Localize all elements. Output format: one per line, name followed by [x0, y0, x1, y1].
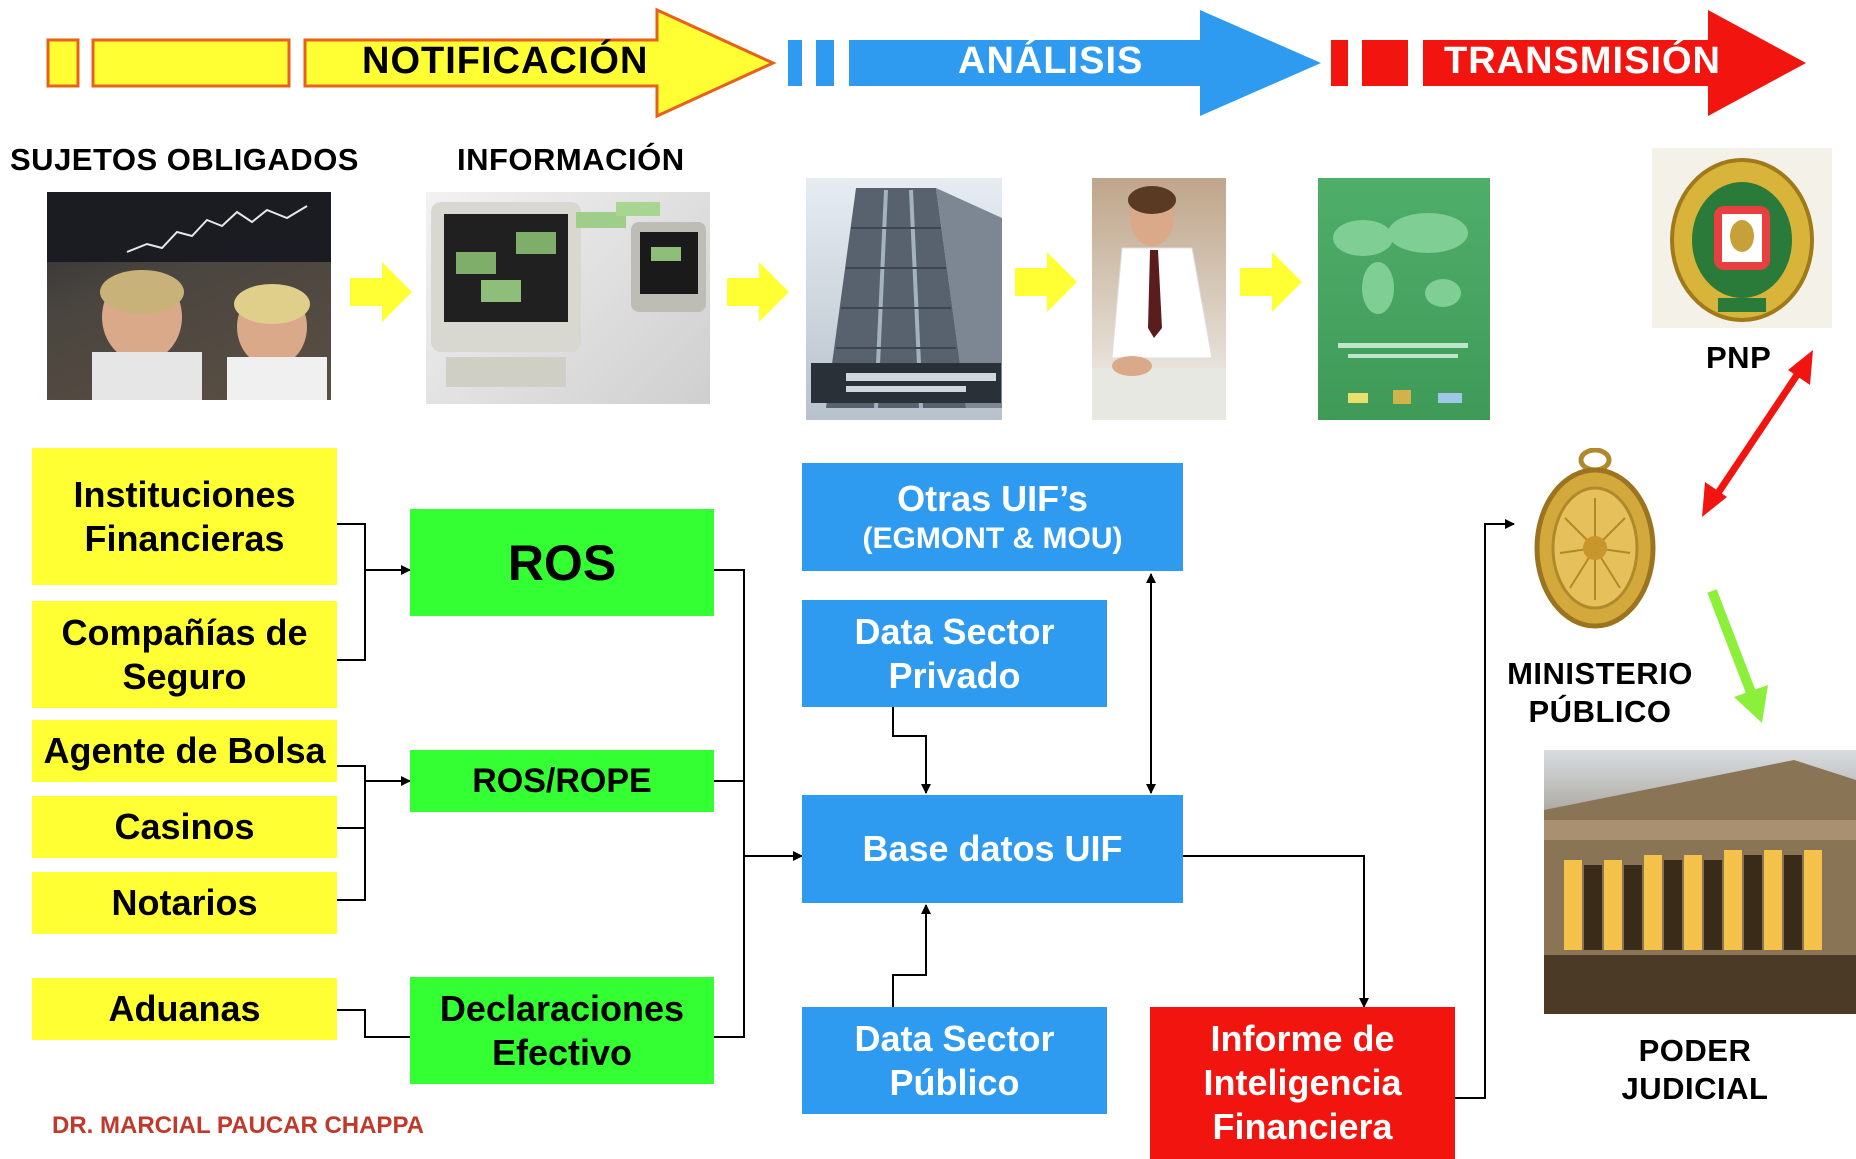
line-ros-collect	[714, 569, 745, 1038]
ros-box: ROS	[410, 509, 714, 616]
pnp-label: PNP	[1706, 340, 1772, 375]
publico-line-1: Data Sector	[854, 1018, 1055, 1060]
declaraciones-line-1: Declaraciones	[439, 988, 685, 1030]
declaraciones-efectivo-box: Declaraciones Efectivo	[410, 977, 714, 1084]
banner-blue-block-1	[788, 40, 802, 86]
otras-uifs-title: Otras UIF’s	[897, 478, 1088, 520]
yellow-right-arrow-icon	[1240, 252, 1302, 312]
data-sector-publico-box: Data Sector Público	[802, 1007, 1107, 1114]
poder-line-2: JUDICIAL	[1621, 1071, 1769, 1106]
yellow-right-arrow-icon	[350, 262, 412, 322]
agente-bolsa-box: Agente de Bolsa	[32, 720, 337, 782]
banner-analisis-arrow	[849, 10, 1321, 116]
arrow-base-informe	[1182, 855, 1369, 1008]
banner-yellow-block-1	[46, 38, 80, 88]
ministerio-label: MINISTERIO PÚBLICO	[1490, 655, 1710, 731]
yellow-right-arrow-icon	[727, 262, 789, 322]
publico-line-2: Público	[889, 1061, 1020, 1103]
informe-line-1: Informe de	[1210, 1018, 1395, 1060]
informe-line-3: Financiera	[1212, 1105, 1393, 1147]
informe-line-2: Inteligencia	[1203, 1062, 1402, 1104]
banner-blue-block-2	[816, 40, 834, 86]
computers-money-photo	[426, 192, 710, 404]
author-credit: DR. MARCIAL PAUCAR CHAPPA	[52, 1112, 424, 1139]
banner-red-block-1	[1331, 40, 1348, 86]
ministry-medal-icon	[1534, 448, 1656, 629]
police-emblem-icon	[1670, 158, 1814, 322]
privado-line-2: Privado	[888, 654, 1021, 696]
analyst-photo	[1092, 178, 1226, 420]
companias-line-1: Compañías de	[61, 612, 308, 654]
banner-transmision-label: TRANSMISIÓN	[1444, 40, 1721, 82]
ministerio-line-2: PÚBLICO	[1528, 694, 1672, 729]
arrow-privado-base	[892, 706, 931, 794]
stock-chart-screen-icon	[47, 192, 331, 400]
poder-judicial-label: PODER JUDICIAL	[1585, 1032, 1805, 1108]
ministerio-poder-arrow	[1707, 589, 1768, 723]
pnp-emblem	[1652, 148, 1832, 328]
otras-uifs-box: Otras UIF’s (EGMONT & MOU)	[802, 463, 1183, 571]
arrow-publico-base	[892, 904, 931, 1007]
arrow-informe-ministerio	[1455, 519, 1515, 1099]
data-sector-privado-box: Data Sector Privado	[802, 600, 1107, 707]
informacion-heading: INFORMACIÓN	[457, 142, 685, 177]
computer-monitors-icon	[431, 202, 706, 387]
instituciones-line-1: Instituciones	[73, 474, 296, 516]
declaraciones-line-2: Efectivo	[491, 1031, 633, 1073]
banner-notificacion-label: NOTIFICACIÓN	[362, 40, 649, 82]
banner-yellow-block-2	[91, 38, 291, 88]
companias-line-2: Seguro	[122, 655, 247, 697]
pnp-ministerio-double-arrow	[1702, 350, 1813, 517]
line-aduanas	[337, 1009, 410, 1038]
companias-seguro-box: Compañías de Seguro	[32, 601, 337, 708]
line-instituciones	[337, 523, 366, 570]
line-agente	[337, 765, 366, 901]
informe-inteligencia-financiera-box: Informe de Inteligencia Financiera	[1150, 1007, 1455, 1159]
poder-line-1: PODER	[1638, 1033, 1752, 1068]
otras-uifs-subtitle: (EGMONT & MOU)	[862, 521, 1123, 555]
base-datos-uif-box: Base datos UIF	[802, 795, 1183, 903]
line-companias	[337, 570, 366, 661]
yellow-right-arrow-icon	[1015, 252, 1077, 312]
traders-photo	[47, 192, 331, 400]
poder-judicial-photo	[1544, 750, 1856, 1014]
report-cover-photo	[1318, 178, 1490, 420]
casinos-box: Casinos	[32, 796, 337, 858]
palace-building-icon	[1544, 760, 1856, 1014]
sujetos-obligados-heading: SUJETOS OBLIGADOS	[10, 142, 359, 177]
banner-red-block-2	[1362, 40, 1408, 86]
privado-line-1: Data Sector	[854, 611, 1055, 653]
banner-transmision-arrow	[1423, 10, 1806, 116]
process-banner	[46, 7, 1806, 119]
instituciones-line-2: Financieras	[84, 517, 285, 559]
banner-notificacion-arrow	[303, 7, 777, 119]
superintendencia-building-photo	[806, 178, 1002, 420]
banner-analisis-label: ANÁLISIS	[958, 40, 1144, 82]
ros-rope-box: ROS/ROPE	[410, 750, 714, 812]
ministerio-line-1: MINISTERIO	[1507, 656, 1693, 691]
building-icon	[811, 188, 1002, 409]
person-writing-icon	[1092, 186, 1226, 420]
aduanas-box: Aduanas	[32, 978, 337, 1040]
notarios-box: Notarios	[32, 872, 337, 934]
instituciones-financieras-box: Instituciones Financieras	[32, 448, 337, 585]
world-map-cover-icon	[1333, 213, 1468, 404]
